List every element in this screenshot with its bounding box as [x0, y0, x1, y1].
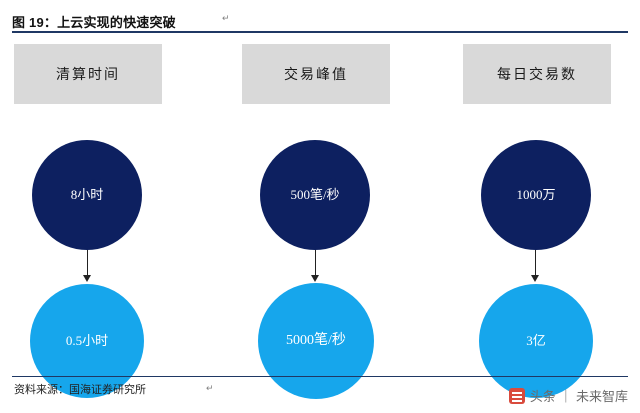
after-circle-2: 5000笔/秒: [258, 283, 374, 399]
after-circle-label-3: 3亿: [526, 332, 546, 348]
column-header-label-1: 清算时间: [56, 68, 120, 83]
column-header-label-2: 交易峰值: [284, 68, 348, 83]
before-circle-1: 8小时: [32, 140, 142, 250]
before-circle-label-3: 1000万: [516, 186, 556, 202]
before-circle-label-1: 8小时: [70, 186, 104, 202]
after-circle-label-2: 5000笔/秒: [286, 333, 346, 349]
watermark-label: 头条 ｜ 未来智库: [529, 389, 628, 404]
arrow-head-2: [311, 275, 319, 282]
column-header-box-1: 清算时间: [14, 44, 162, 104]
before-circle-2: 500笔/秒: [260, 140, 370, 250]
column-header-label-3: 每日交易数: [497, 68, 577, 83]
after-circle-1: 0.5小时: [30, 284, 144, 398]
after-circle-3: 3亿: [479, 284, 593, 398]
watermark: 头条 ｜ 未来智库: [508, 386, 628, 405]
column-header-box-2: 交易峰值: [242, 44, 390, 104]
before-circle-3: 1000万: [481, 140, 591, 250]
after-circle-label-1: 0.5小时: [65, 332, 109, 348]
before-circle-label-2: 500笔/秒: [290, 186, 340, 202]
source-text: 资料来源：国海证券研究所: [14, 384, 146, 396]
source-paragraph-mark: ↵: [206, 383, 214, 393]
toutiao-logo-icon: [508, 387, 525, 404]
source-divider: [12, 376, 628, 377]
column-header-box-3: 每日交易数: [463, 44, 611, 104]
title-paragraph-mark: ↵: [222, 13, 230, 23]
arrow-head-1: [83, 275, 91, 282]
figure-title: 图 19：上云实现的快速突破: [12, 14, 176, 30]
arrow-head-3: [531, 275, 539, 282]
title-divider: [12, 31, 628, 33]
figure-title-bar: 图 19：上云实现的快速突破: [12, 10, 628, 32]
